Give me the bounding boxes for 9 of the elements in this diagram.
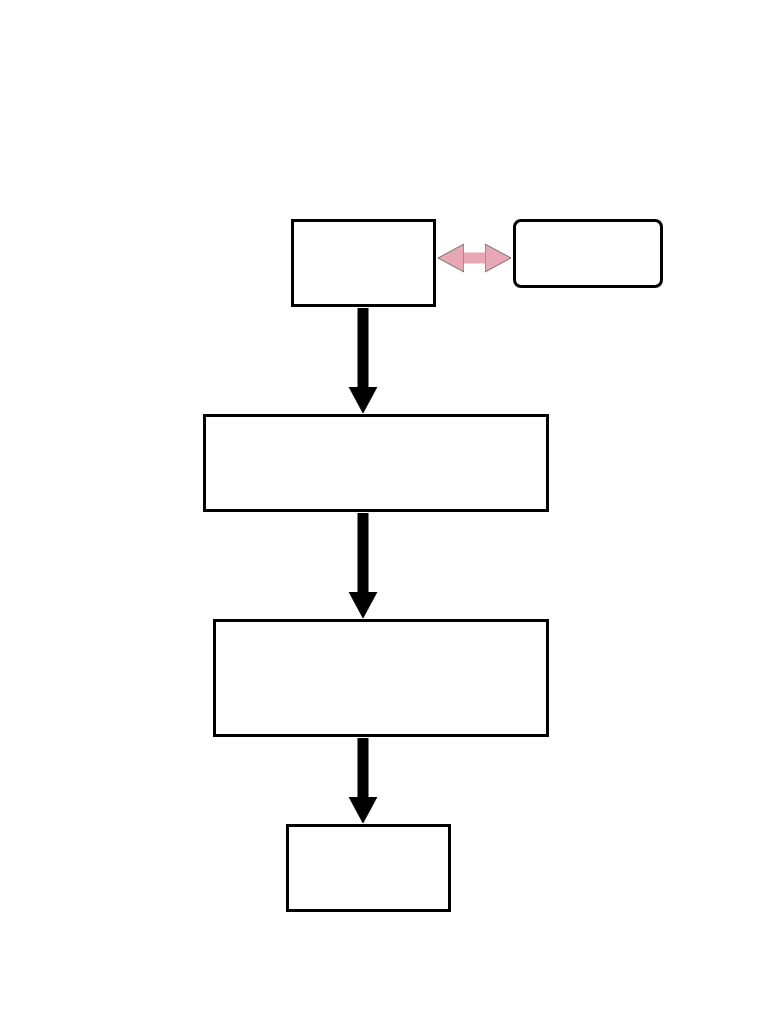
process-box [291, 219, 436, 307]
process-box [286, 824, 451, 912]
rounded-box [513, 219, 663, 288]
arrow [348, 738, 378, 824]
arrow [348, 308, 378, 414]
process-box [213, 619, 549, 737]
process-box [203, 414, 549, 512]
arrow [348, 513, 378, 619]
arrow [437, 243, 512, 273]
